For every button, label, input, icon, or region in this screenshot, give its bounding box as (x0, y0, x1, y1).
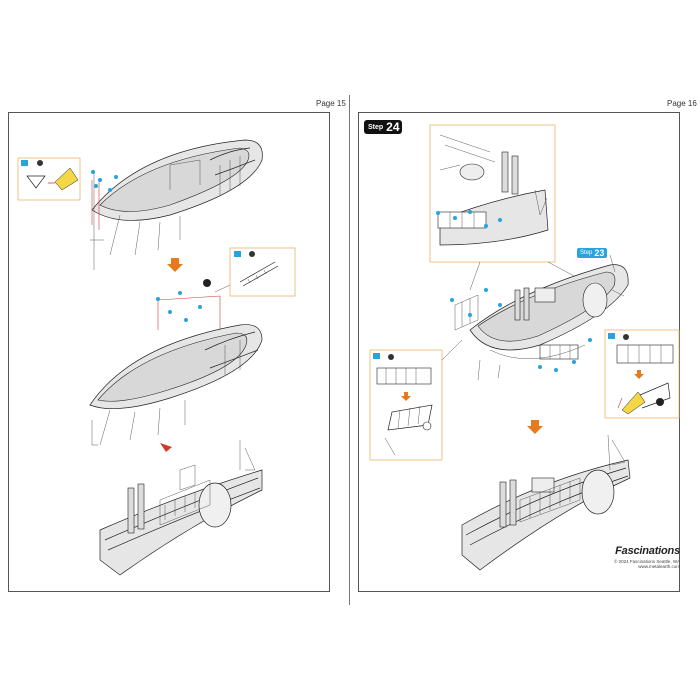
steamboat-complete-left (99, 440, 263, 576)
boat-stage-2 (89, 247, 296, 452)
page-number-right: Page 16 (667, 99, 697, 108)
sub-step-word: Step (580, 250, 593, 256)
boat-stage-1 (17, 139, 263, 270)
boat-stage-24 (450, 254, 629, 381)
sub-step-number: 23 (594, 248, 605, 258)
page-number-left: Page 15 (316, 99, 346, 108)
step-word: Step (368, 123, 384, 131)
part-callout-4 (604, 329, 680, 419)
page-divider (349, 95, 350, 605)
brand-block: Fascinations © 2024 Fascinations Seattle… (606, 545, 680, 569)
copyright-text: © 2024 Fascinations Seattle, WA (614, 559, 680, 564)
arrow-down-icon-1 (167, 258, 183, 272)
steamboat-complete-right (461, 434, 631, 571)
arrow-down-icon-2 (527, 420, 543, 434)
brand-logo: Fascinations (615, 545, 680, 557)
detail-inset (429, 124, 601, 291)
step-badge-main: Step 24 (364, 120, 402, 134)
part-callout-2 (229, 247, 296, 297)
part-callout-3 (369, 339, 463, 461)
step-badge-sub: Step 23 (577, 248, 608, 258)
website-url: www.metalearth.com (638, 564, 680, 569)
step-number: 24 (386, 120, 400, 134)
